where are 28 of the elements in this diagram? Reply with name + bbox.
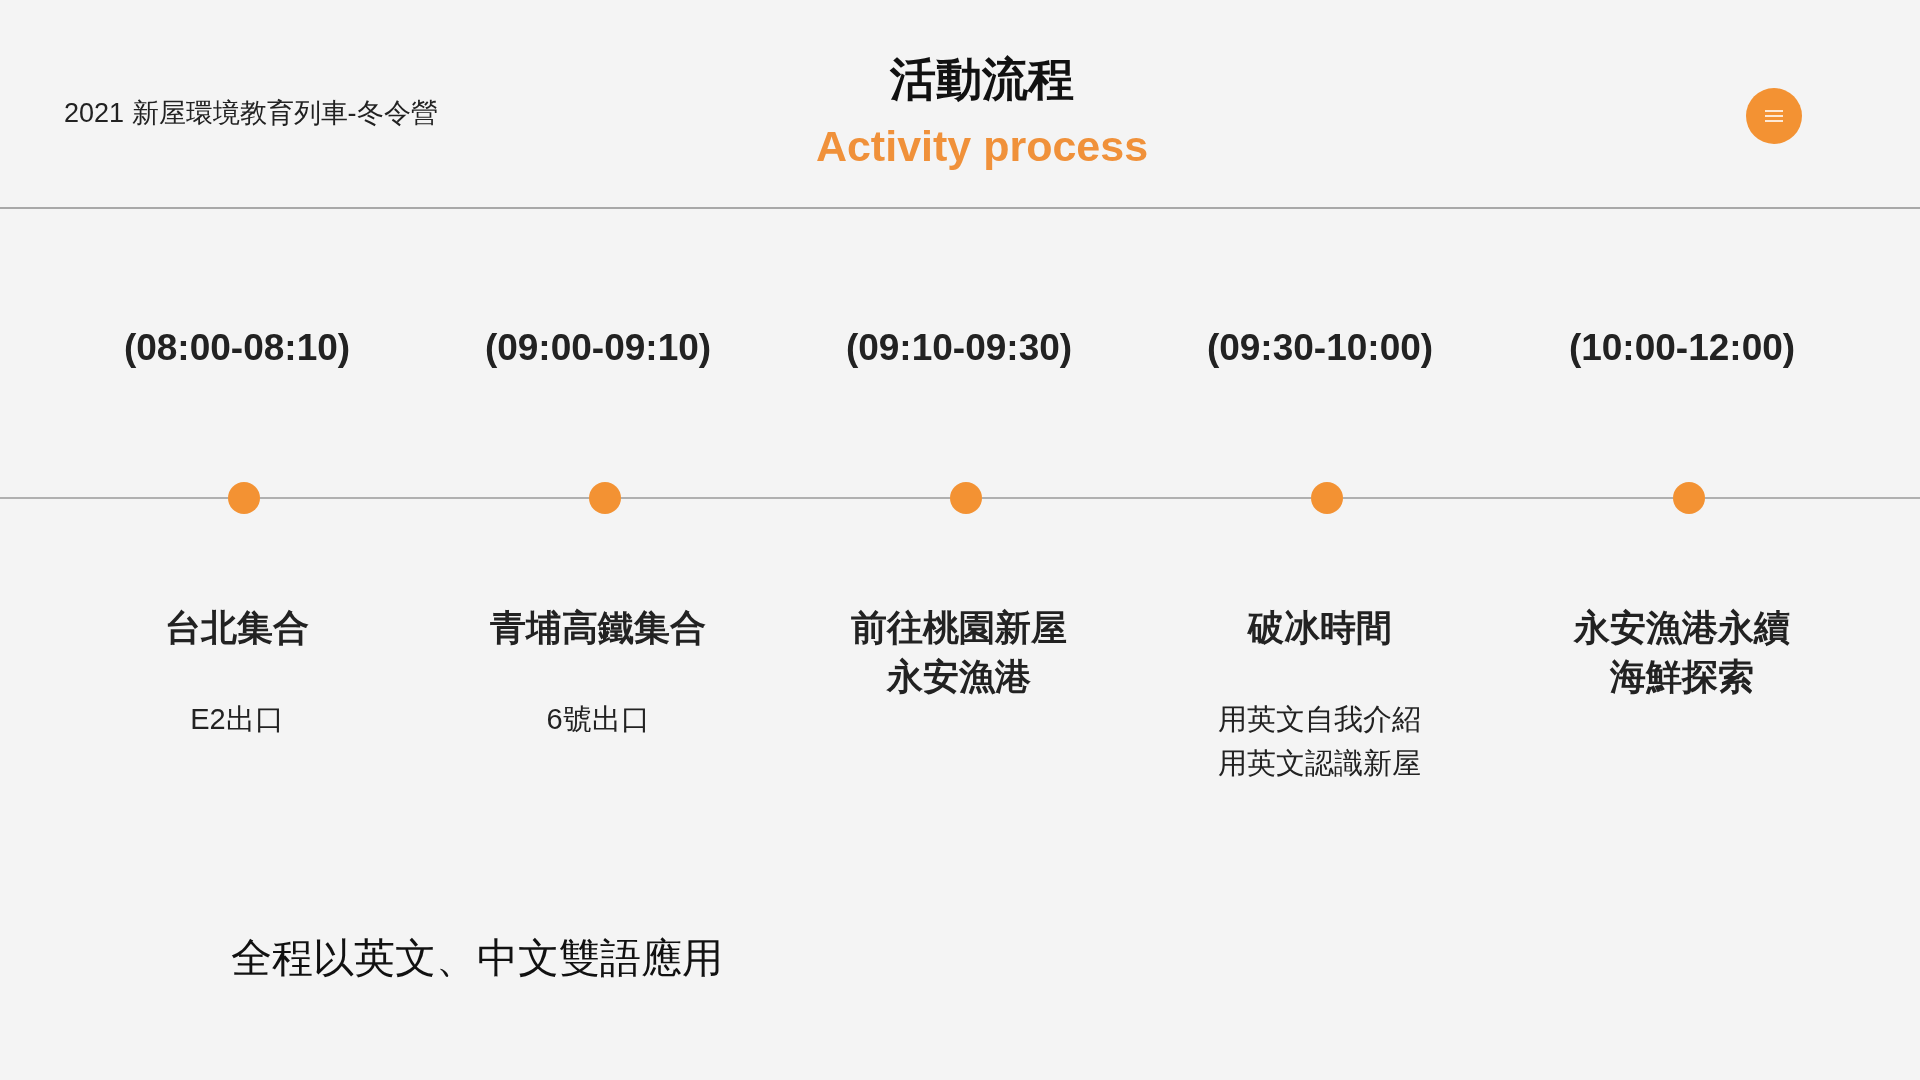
stage-title: 永安漁港永續海鮮探索 [1572,606,1791,699]
time-label: (10:00-12:00) [1568,325,1796,370]
header-text: 2021 新屋環境教育列車-冬令營 [64,96,438,130]
stage-title: 台北集合 [165,606,309,650]
title: 活動流程 [890,52,1074,108]
timeline-dot [589,482,621,514]
timeline-dot [228,482,260,514]
timeline-line [1342,497,1674,499]
timeline-line [981,497,1312,499]
stage-note: 用英文自我介紹用英文認識新屋 [1217,702,1423,781]
timeline-dot [1673,482,1705,514]
stage-title: 青埔高鐵集合 [490,606,706,650]
time-label: (09:10-09:30) [845,325,1073,370]
timeline-line [0,497,229,499]
timeline-dot [950,482,982,514]
note-text: 全程以英文、中文雙語應用 [231,934,723,984]
timeline-dot [1311,482,1343,514]
stage-note: 6號出口 [546,702,650,737]
stage-note: E2出口 [190,702,284,737]
timeline-line [620,497,951,499]
time-label: (08:00-08:10) [123,325,351,370]
timeline-line [259,497,590,499]
timeline-line [1704,497,1920,499]
stage-title: 破冰時間 [1248,606,1392,650]
subtitle: Activity process [815,121,1149,173]
stage-title: 前往桃園新屋永安漁港 [850,606,1068,699]
time-label: (09:30-10:00) [1206,325,1434,370]
time-label: (09:00-09:10) [484,325,712,370]
